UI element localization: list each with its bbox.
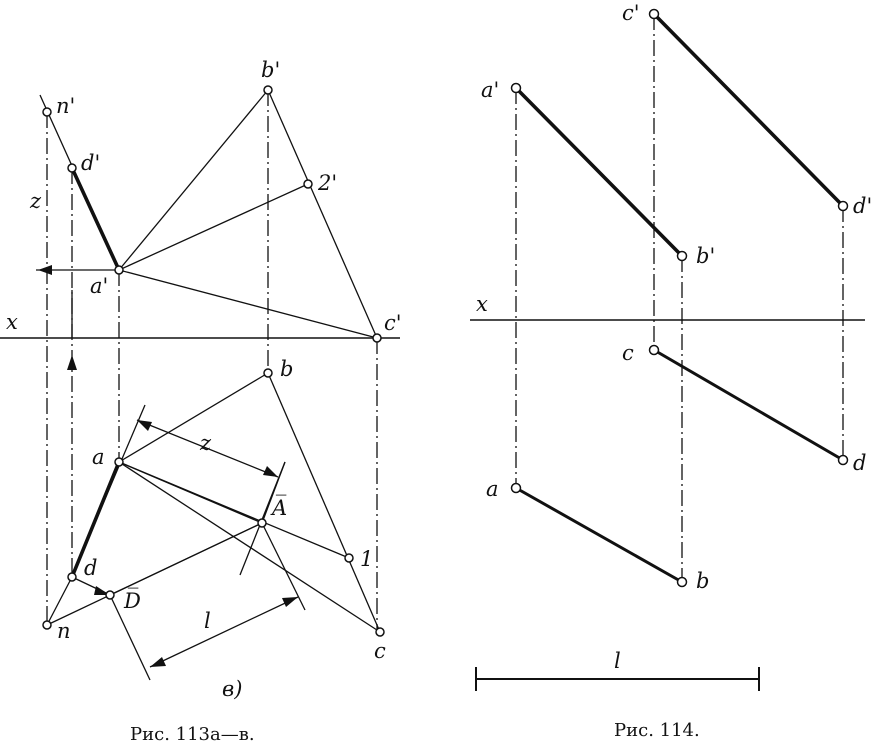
fig113-label-A-bar: A̅ [270,495,287,520]
fig114-segment-a-b [514,486,684,584]
fig113-point-a [114,457,124,467]
fig113-label-1: 1 [360,547,373,571]
fig113-point-c-prime [372,333,382,343]
fig113-dim-l-arrow-2 [282,597,298,607]
fig113-label-a: a [92,445,105,469]
fig113-point-c [375,627,385,637]
fig113-line-b-c [267,372,381,633]
fig114-point-d [837,454,849,466]
fig114-point-c [648,344,660,356]
fig114-point-a-prime [510,82,522,94]
fig114-point-c-prime [648,8,660,20]
fig113-point-b-prime [263,85,273,95]
fig114-point-b [676,576,688,588]
fig113-point-A-bar [257,518,267,528]
fig113-line-a-c [118,461,381,633]
fig113-label-c: c [374,639,386,663]
fig113-label-part: в) [222,677,242,701]
fig114-point-a [510,482,522,494]
fig113-z-arrow-left [38,265,52,275]
fig113-point-d-prime [67,163,77,173]
fig113-line-D-bar-A-bar [109,522,263,596]
fig113-line-A-bar-extension [261,461,286,524]
fig113-point-a-prime [114,265,124,275]
fig113-line-a-n [46,576,73,626]
fig113-line-a-prime-b-prime [118,89,269,271]
fig113-dim-z-arrow-1 [137,420,152,431]
figure-114: c' a' d' b' x c d a b l Рис. 114. [470,1,872,741]
fig114-point-b-prime [676,250,688,262]
fig113-label-z-left: z [29,189,42,213]
fig113-line-a-d [70,460,121,579]
fig113-label-l: l [204,609,211,633]
fig113-point-n [42,620,52,630]
fig114-segment-c-prime-d-prime [652,12,845,208]
fig114-label-c-prime: c' [622,1,640,25]
fig113-label-b-prime: b' [261,58,280,82]
fig113-label-a-prime: a' [90,274,108,298]
fig113-line-d-prime-a-prime [70,166,121,272]
fig114-label-x-axis: x [476,292,488,316]
fig113-label-n: n [57,619,71,643]
fig113-point-D-bar [105,590,115,600]
fig114-label-a: a [486,477,499,501]
fig113-perp-line-D [109,594,151,681]
fig114-label-d-prime: d' [853,194,872,218]
fig114-segment-a-prime-b-prime [514,86,684,258]
fig114-caption: Рис. 114. [614,720,700,741]
fig113-line-a-prime-2-prime [118,183,309,271]
fig113-line-b-prime-c-prime [267,89,378,339]
fig113-label-n-prime: n' [56,94,75,118]
fig113-point-b [263,368,273,378]
fig113-z-arrow-up [67,355,77,370]
fig113-point-2-prime [303,179,313,189]
fig113-label-2-prime: 2' [317,171,337,195]
fig113-perp-line-A2 [261,522,306,611]
fig113-label-d: d [84,556,97,580]
fig113-label-D-bar: D̅ [123,588,141,613]
fig114-label-c: c [622,341,634,365]
fig113-label-d-prime: d' [81,151,100,175]
fig113-caption: Рис. 113а—в. [130,724,255,745]
fig113-point-1 [344,553,354,563]
fig113-line-a-prime-c-prime [118,269,378,339]
fig113-dim-l [149,596,299,668]
fig114-label-a-prime: a' [481,78,499,102]
fig113-dim-l-arrow-1 [150,657,166,667]
fig114-label-b-prime: b' [696,244,715,268]
fig113-label-x-axis: x [6,310,18,334]
fig113-line-a-b [118,372,269,463]
fig113-line-A-bar-a [118,461,263,524]
fig113-label-z-mid: z [199,431,212,455]
fig113-point-d [67,572,77,582]
fig114-label-l: l [614,649,621,673]
fig113-label-c-prime: c' [384,311,402,335]
fig113-dim-z [136,419,279,478]
fig113-label-b: b [280,357,293,381]
fig114-point-d-prime [837,200,849,212]
figure-113: n' d' z a' b' 2' c' x b a z A̅ 1 d D̅ n … [0,58,402,745]
fig114-label-b: b [696,569,709,593]
fig113-dim-z-arrow-2 [263,466,278,477]
fig114-label-d: d [853,451,866,475]
fig113-point-n-prime [42,107,52,117]
fig114-segment-c-d [652,348,845,462]
